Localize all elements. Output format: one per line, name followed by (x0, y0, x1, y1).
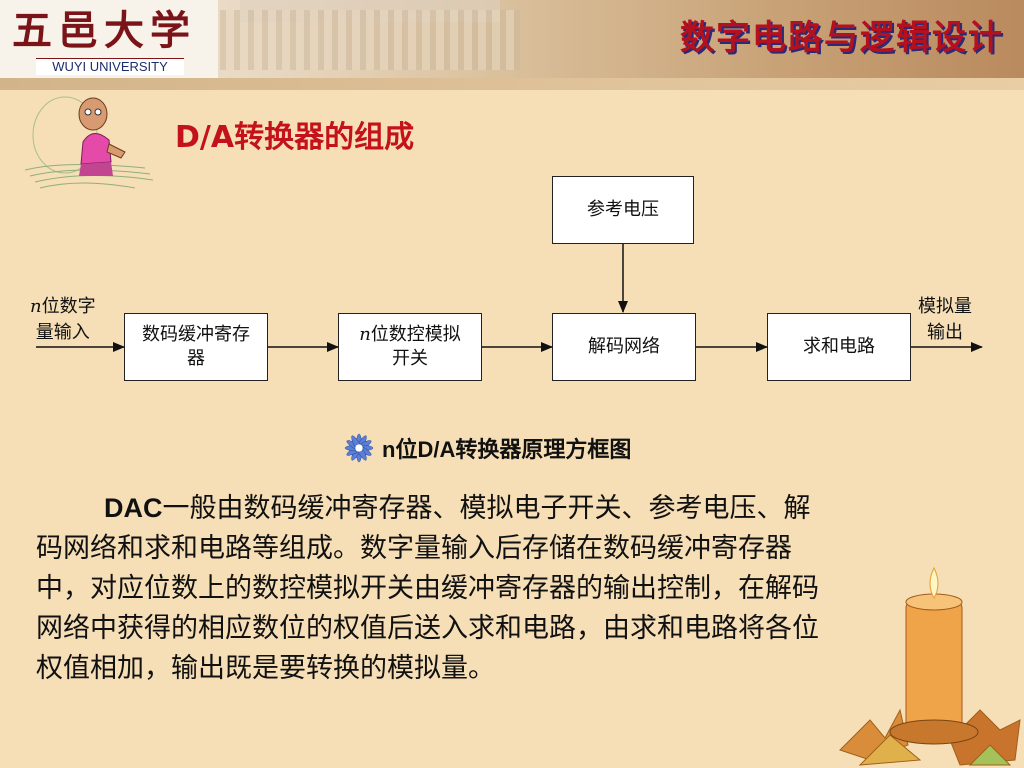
reference-voltage-label: 参考电压 (587, 199, 659, 220)
logo-english-name: WUYI UNIVERSITY (36, 58, 184, 75)
header-banner: 五邑大学 WUYI UNIVERSITY 数字电路与逻辑设计 (0, 0, 1024, 78)
decoder-network-label: 解码网络 (588, 336, 660, 357)
candle-decoration-icon (839, 566, 1021, 766)
output-label-line1: 模拟量 (918, 296, 972, 317)
analog-switch-text: 位数控模拟开关 (370, 324, 461, 369)
course-title: 数字电路与逻辑设计 (680, 18, 1004, 58)
analog-switch-box: n位数控模拟开关 (338, 313, 482, 381)
logo-chinese-name: 五邑大学 (12, 7, 196, 54)
buffer-register-box: 数码缓冲寄存器 (124, 313, 268, 381)
input-label-line1: 位数字 (41, 296, 96, 317)
reference-voltage-box: 参考电压 (552, 176, 694, 244)
slide-heading: D/A转换器的组成 (175, 120, 415, 155)
analog-switch-n: n (359, 324, 371, 345)
flower-bullet-icon (344, 433, 374, 463)
body-paragraph: DAC一般由数码缓冲寄存器、模拟电子开关、参考电压、解码网络和求和电路等组成。数… (36, 488, 836, 689)
diagram-caption-text: n位D/A转换器原理方框图 (382, 437, 632, 462)
decoder-network-box: 解码网络 (552, 313, 696, 381)
output-label: 模拟量 输出 (918, 294, 972, 346)
body-text: 一般由数码缓冲寄存器、模拟电子开关、参考电压、解码网络和求和电路等组成。数字量输… (36, 493, 819, 684)
university-logo: 五邑大学 WUYI UNIVERSITY (0, 0, 218, 78)
input-label-n: n (30, 296, 42, 317)
output-label-line2: 输出 (927, 322, 963, 343)
input-label: n位数字 量输入 (30, 294, 96, 346)
summing-circuit-label: 求和电路 (803, 336, 875, 357)
header-band (0, 78, 1024, 90)
buffer-register-label: 数码缓冲寄存器 (142, 324, 250, 369)
input-label-line2: 量输入 (35, 322, 90, 343)
cartoon-professor-icon (25, 96, 154, 189)
diagram-caption: n位D/A转换器原理方框图 (342, 432, 631, 464)
summing-circuit-box: 求和电路 (767, 313, 911, 381)
campus-photo-building (220, 10, 520, 70)
body-lead: DAC (104, 493, 163, 523)
analog-switch-label: n位数控模拟开关 (351, 323, 469, 371)
